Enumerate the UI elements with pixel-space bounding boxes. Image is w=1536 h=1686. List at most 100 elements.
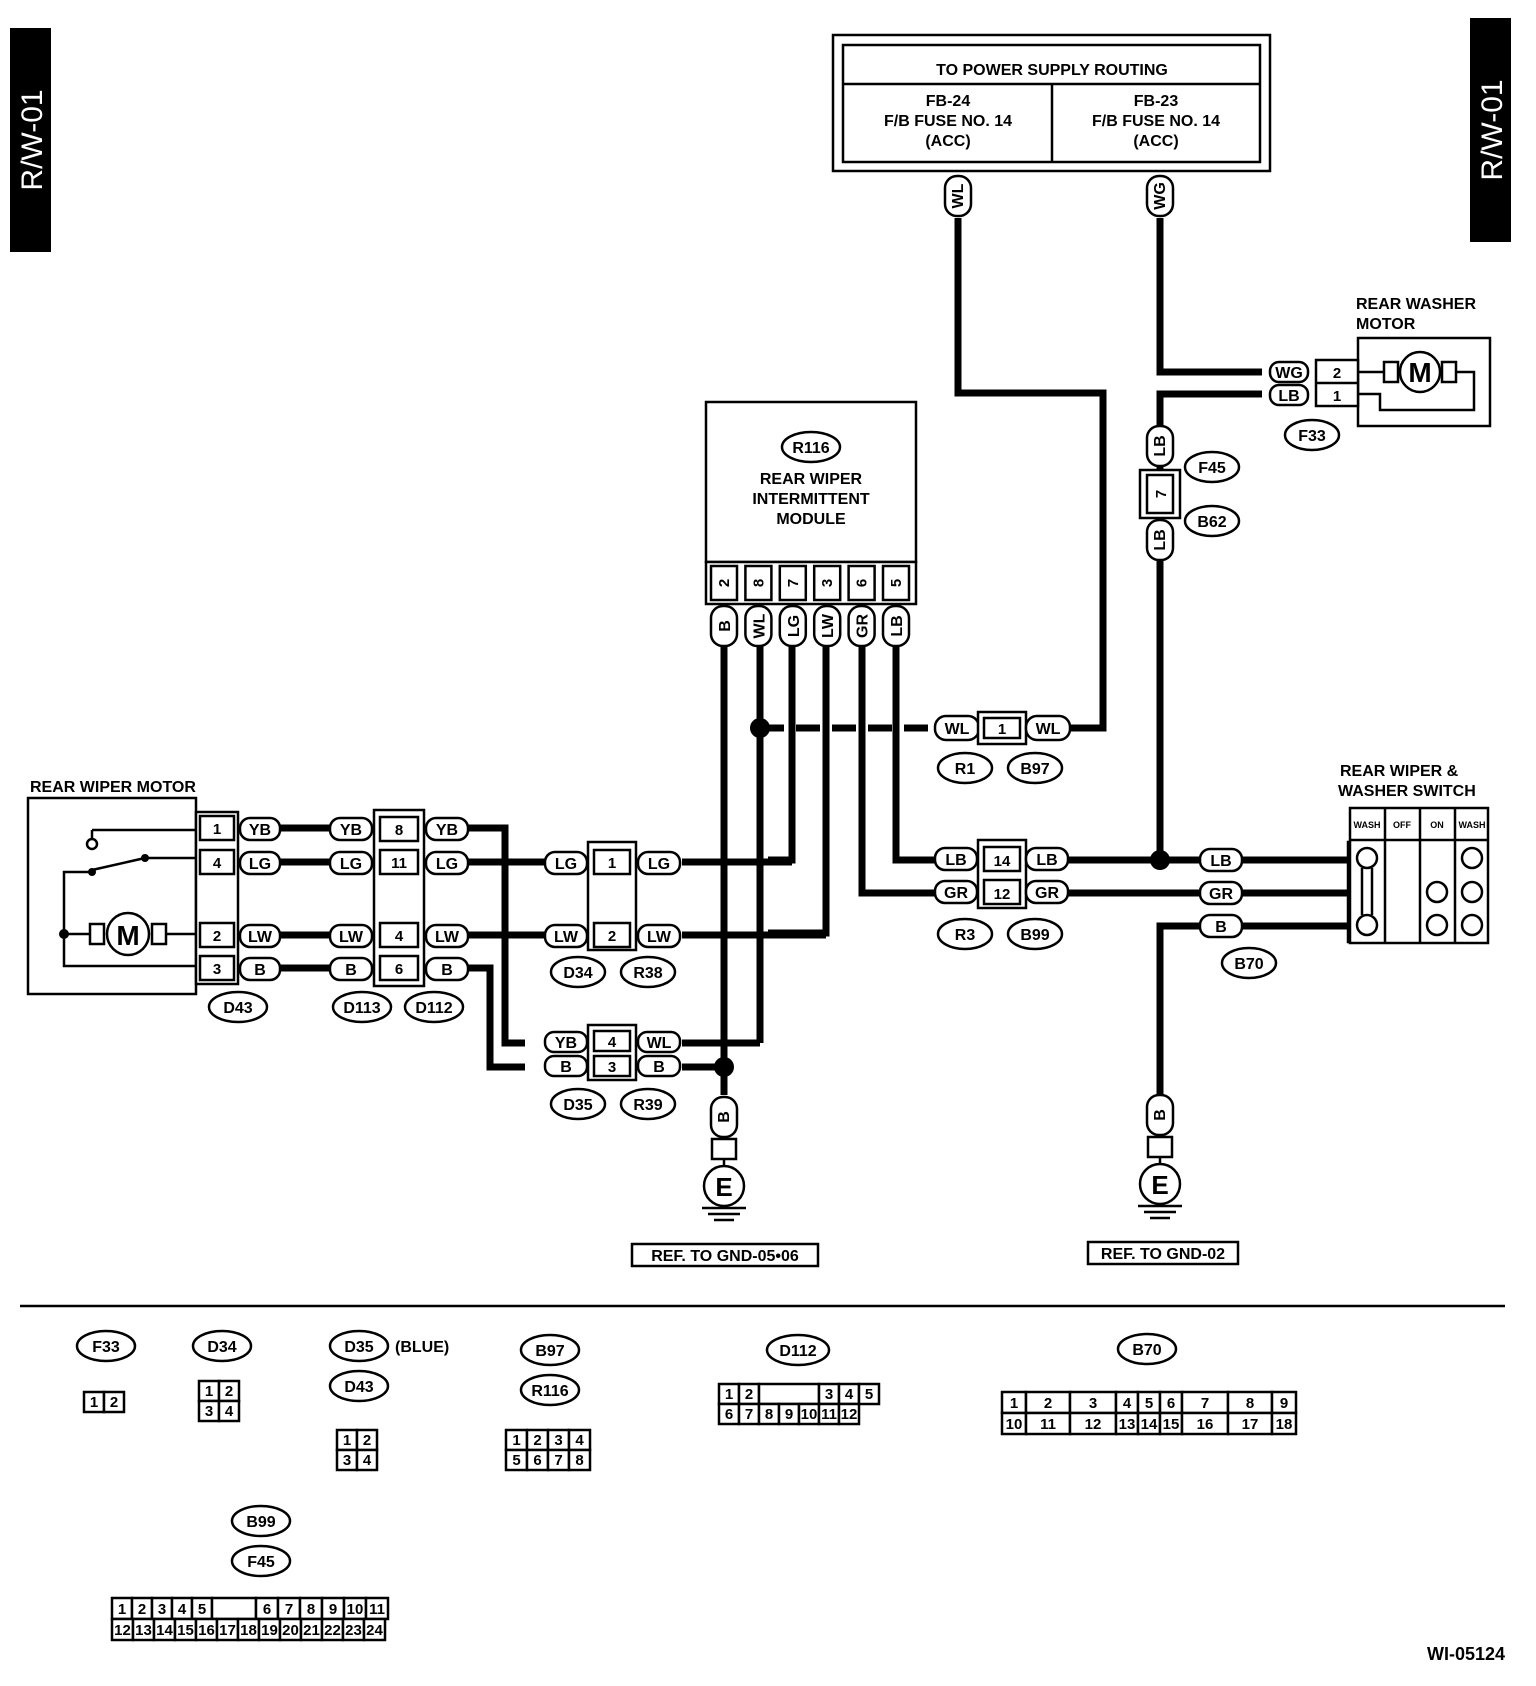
connector-tag: D35 <box>563 1097 592 1114</box>
fuse-a-code: FB-24 <box>926 93 971 110</box>
pin-number: 2 <box>1333 365 1341 382</box>
module-pin-cell <box>812 564 842 602</box>
legend-pin: 3 <box>343 1452 351 1469</box>
wire-label: LB <box>889 615 906 636</box>
legend-pin: 4 <box>575 1432 584 1449</box>
legend-pin: 10 <box>1006 1416 1023 1433</box>
wire-label: GR <box>1209 886 1233 903</box>
wire-label: LG <box>249 856 271 873</box>
wire-label: LB <box>1152 529 1169 550</box>
wire-label: LW <box>820 613 837 638</box>
legend-pin: 15 <box>1163 1416 1180 1433</box>
legend-pin: 4 <box>178 1601 187 1618</box>
legend-pin: 1 <box>118 1601 126 1618</box>
legend-pin: 17 <box>1242 1416 1259 1433</box>
wire-label: LG <box>648 856 670 873</box>
wiper-motor-symbol: M <box>116 920 139 951</box>
splice-wl <box>750 718 770 738</box>
module-pin-cell <box>881 564 911 602</box>
rear-wiper-washer-switch: REAR WIPER & WASHER SWITCH 12 10 2 LB GR… <box>1198 763 1490 980</box>
legend-pin: 5 <box>1145 1395 1153 1412</box>
wire-label: YB <box>340 822 362 839</box>
pin-number: 1 <box>1333 388 1341 405</box>
legend-pin: 4 <box>225 1403 234 1420</box>
module-pin-cell <box>709 564 739 602</box>
legend-pin: 10 <box>801 1406 818 1423</box>
legend-pin: 8 <box>1246 1395 1254 1412</box>
joint-d113-d112: 8 11 4 6 YB LG LW B YB LG LW B D113 D112 <box>328 808 470 1024</box>
legend-pin: 2 <box>363 1432 371 1449</box>
wire-label: WL <box>647 1035 672 1052</box>
wire-label: WL <box>945 721 970 738</box>
ground-ref: REF. TO GND-05•06 <box>651 1248 799 1265</box>
module-title-1: REAR WIPER <box>760 471 863 488</box>
legend-pin: 11 <box>369 1601 385 1618</box>
legend-pin: 6 <box>1167 1395 1175 1412</box>
switch-col-label: WASH <box>1354 820 1381 830</box>
connector-tag: B97 <box>1020 761 1049 778</box>
wire-label: WL <box>751 613 768 638</box>
legend-pin: 13 <box>135 1622 152 1639</box>
fuse-a-mode: (ACC) <box>925 133 970 150</box>
legend-pin: 2 <box>138 1601 146 1618</box>
ground-left: B E REF. TO GND-05•06 <box>630 1095 820 1268</box>
legend-pin: 8 <box>307 1601 315 1618</box>
wire-label: LG <box>786 615 803 637</box>
legend-pin: 24 <box>366 1622 383 1639</box>
wire-tag <box>778 604 808 648</box>
connector-tag: R39 <box>633 1097 662 1114</box>
wire-label: GR <box>944 885 968 902</box>
pin-number: 1 <box>213 821 221 838</box>
wiper-motor-title: REAR WIPER MOTOR <box>30 779 196 796</box>
connector-tag: R38 <box>633 965 662 982</box>
fuse-b-mode: (ACC) <box>1133 133 1178 150</box>
module-pin-cell <box>778 564 808 602</box>
wire-label: YB <box>249 822 271 839</box>
pin-number: 5 <box>888 579 905 587</box>
connector-tag: R116 <box>792 440 829 457</box>
splice-b <box>714 1057 734 1077</box>
legend-pin: 1 <box>90 1394 98 1411</box>
legend-pin: 4 <box>363 1452 372 1469</box>
legend-pin: 18 <box>1276 1416 1293 1433</box>
legend-pin: 13 <box>1119 1416 1136 1433</box>
legend-pin: 8 <box>765 1406 773 1423</box>
wire-tag <box>847 604 876 648</box>
wire-label: LB <box>1278 388 1299 405</box>
legend-pin: 15 <box>177 1622 194 1639</box>
joint-d34-r38: 1 2 LG LW LG LW D34 R38 <box>543 840 682 989</box>
legend-pin: 19 <box>261 1622 278 1639</box>
legend-pin: 11 <box>821 1406 837 1423</box>
wire-label: WL <box>1036 721 1061 738</box>
pin-number: 3 <box>213 961 221 978</box>
wire-tag-wl-power: WL <box>943 174 973 218</box>
document-id: WI-05124 <box>1427 1644 1505 1664</box>
legend-pin: 6 <box>263 1601 271 1618</box>
joint-r3-b99: 14 12 LB GR LB GR R3 B99 <box>933 838 1070 951</box>
pin-number: 7 <box>785 579 802 587</box>
pin-number: 6 <box>854 579 871 587</box>
wire-label: YB <box>436 822 458 839</box>
wire-label: YB <box>555 1035 577 1052</box>
legend-pin: 1 <box>725 1386 733 1403</box>
legend-pin: 1 <box>343 1432 351 1449</box>
legend-pin: 21 <box>303 1622 320 1639</box>
legend-pin: 8 <box>575 1452 583 1469</box>
legend-pin: 3 <box>554 1432 562 1449</box>
switch-title-1: REAR WIPER & <box>1340 763 1459 780</box>
fuse-b-code: FB-23 <box>1134 93 1179 110</box>
legend-pin: 3 <box>1089 1395 1097 1412</box>
pin-number: 4 <box>395 928 404 945</box>
power-title: TO POWER SUPPLY ROUTING <box>936 62 1168 79</box>
wire-label: B <box>1152 1109 1169 1121</box>
legend-pin: 1 <box>205 1383 213 1400</box>
wire-label: GR <box>1035 885 1059 902</box>
legend-pin: 9 <box>1280 1395 1288 1412</box>
connector-tag: R1 <box>955 761 976 778</box>
legend-pin: 3 <box>158 1601 166 1618</box>
power-supply-box: TO POWER SUPPLY ROUTING FB-24 F/B FUSE N… <box>831 33 1272 173</box>
